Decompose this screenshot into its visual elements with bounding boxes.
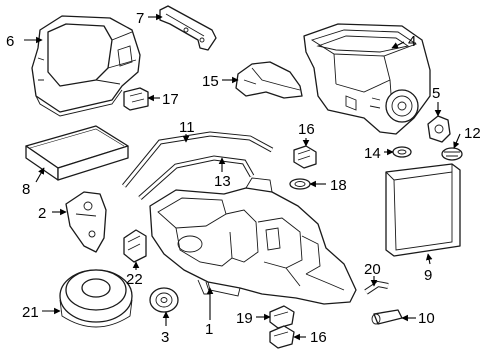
leader-lines	[24, 13, 461, 341]
upper-case	[303, 23, 431, 135]
expansion-valve-12	[441, 147, 463, 161]
callout-9: 9	[424, 267, 432, 284]
drain-hose-11	[122, 131, 274, 188]
connector-19	[269, 305, 295, 329]
connector-16-lower	[269, 325, 295, 349]
leader-4	[391, 41, 405, 49]
callout-14: 14	[364, 145, 381, 162]
connector-16-upper	[293, 145, 317, 169]
seal-clip-18	[289, 178, 311, 190]
callout-21: 21	[22, 304, 39, 321]
callout-6: 6	[6, 33, 14, 50]
actuator-5	[427, 115, 451, 143]
drain-hose-13	[138, 155, 255, 200]
motor-flange-3	[149, 287, 179, 313]
air-inlet-housing	[31, 15, 141, 117]
callout-4: 4	[408, 33, 416, 50]
leader-12	[453, 133, 461, 149]
callout-18: 18	[330, 177, 347, 194]
fitting-10	[371, 309, 403, 325]
callout-16-lower: 16	[310, 329, 327, 346]
main-hvac-case	[149, 177, 357, 305]
callout-16-upper: 16	[298, 121, 315, 138]
blower-motor	[59, 269, 133, 328]
mode-door-bracket	[159, 5, 217, 51]
o-ring-14	[392, 146, 412, 158]
callout-17: 17	[162, 91, 179, 108]
callout-3: 3	[161, 329, 169, 346]
callout-7: 7	[136, 10, 144, 27]
callout-1: 1	[205, 321, 213, 338]
cabin-air-filter	[25, 125, 129, 181]
callout-13: 13	[214, 173, 231, 190]
callout-8: 8	[22, 181, 30, 198]
blower-resistor-22	[123, 229, 147, 263]
callout-2: 2	[38, 205, 46, 222]
gasket-2	[65, 191, 107, 253]
callout-5: 5	[432, 85, 440, 102]
air-duct	[235, 61, 303, 99]
leader-8	[35, 167, 45, 183]
clip-17	[123, 87, 149, 111]
callout-12: 12	[464, 125, 481, 142]
leader-9	[425, 253, 433, 265]
callout-11: 11	[179, 119, 195, 136]
callout-labels: 6 7 4 15 17 5 11 12 16 14 8 13 18 2 9 22…	[6, 10, 481, 346]
callout-15: 15	[202, 73, 219, 90]
callout-10: 10	[418, 310, 435, 327]
heater-core	[385, 163, 461, 257]
callout-22: 22	[126, 271, 143, 288]
callout-20: 20	[364, 261, 381, 278]
callout-19: 19	[236, 310, 253, 327]
hose-20	[364, 280, 389, 295]
